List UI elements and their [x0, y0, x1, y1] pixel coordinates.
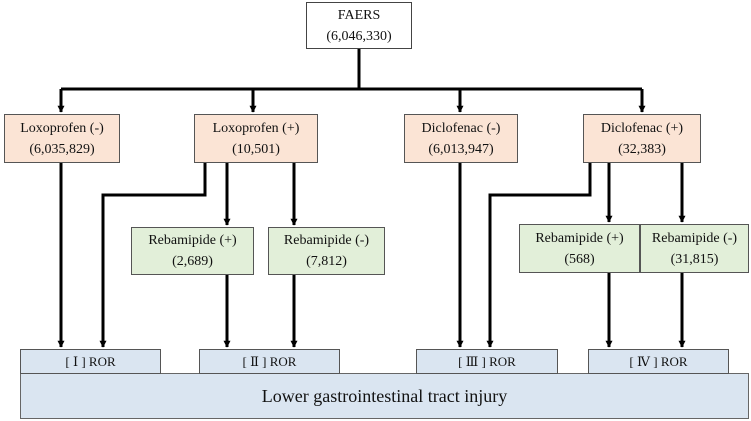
rebamipide-label: Rebamipide (-)	[651, 230, 738, 246]
rebamipide-minus-box-2: Rebamipide (-) (31,815)	[640, 224, 749, 273]
ror-4-box: [ Ⅳ ] ROR	[588, 349, 729, 374]
loxoprofen-plus-box: Loxoprofen (+) (10,501)	[194, 114, 318, 163]
rebamipide-label: Rebamipide (-)	[283, 233, 370, 248]
drug-label: Loxoprofen (+)	[212, 120, 300, 136]
rebamipide-count: (7,812)	[306, 254, 347, 269]
faers-root-box: FAERS (6,046,330)	[306, 2, 412, 49]
ror-label: [ Ⅱ ] ROR	[242, 354, 297, 369]
ror-1-box: [ Ⅰ ] ROR	[20, 349, 161, 374]
diclofenac-plus-box: Diclofenac (+) (32,383)	[583, 114, 701, 163]
rebamipide-plus-box-1: Rebamipide (+) (2,689)	[131, 227, 254, 275]
drug-label: Diclofenac (-)	[421, 120, 501, 136]
root-count: (6,046,330)	[326, 28, 392, 44]
rebamipide-minus-box-1: Rebamipide (-) (7,812)	[268, 227, 385, 275]
outcome-label: Lower gastrointestinal tract injury	[261, 385, 508, 406]
rebamipide-label: Rebamipide (+)	[535, 230, 624, 246]
diclofenac-minus-box: Diclofenac (-) (6,013,947)	[404, 114, 518, 163]
drug-count: (10,501)	[232, 141, 280, 157]
outcome-box: Lower gastrointestinal tract injury	[20, 373, 749, 419]
ror-2-box: [ Ⅱ ] ROR	[199, 349, 340, 374]
ror-label: [ Ⅰ ] ROR	[65, 354, 116, 369]
ror-label: [ Ⅳ ] ROR	[629, 354, 688, 369]
drug-count: (6,035,829)	[29, 141, 95, 157]
rebamipide-count: (2,689)	[172, 254, 213, 269]
rebamipide-count: (31,815)	[670, 251, 719, 267]
arrow-diclo-plus-to-ror3	[486, 163, 592, 348]
rebamipide-label: Rebamipide (+)	[148, 233, 237, 248]
rebamipide-plus-box-2: Rebamipide (+) (568)	[519, 224, 640, 273]
root-label: FAERS	[337, 7, 381, 23]
rebamipide-count: (568)	[564, 251, 595, 267]
drug-count: (32,383)	[618, 141, 666, 157]
ror-label: [ Ⅲ ] ROR	[458, 354, 516, 369]
drug-label: Loxoprofen (-)	[20, 120, 104, 136]
loxoprofen-minus-box: Loxoprofen (-) (6,035,829)	[4, 114, 120, 163]
drug-count: (6,013,947)	[428, 141, 494, 157]
arrow-loxo-plus-to-ror1	[99, 163, 207, 348]
ror-3-box: [ Ⅲ ] ROR	[416, 349, 558, 374]
drug-label: Diclofenac (+)	[600, 120, 684, 136]
